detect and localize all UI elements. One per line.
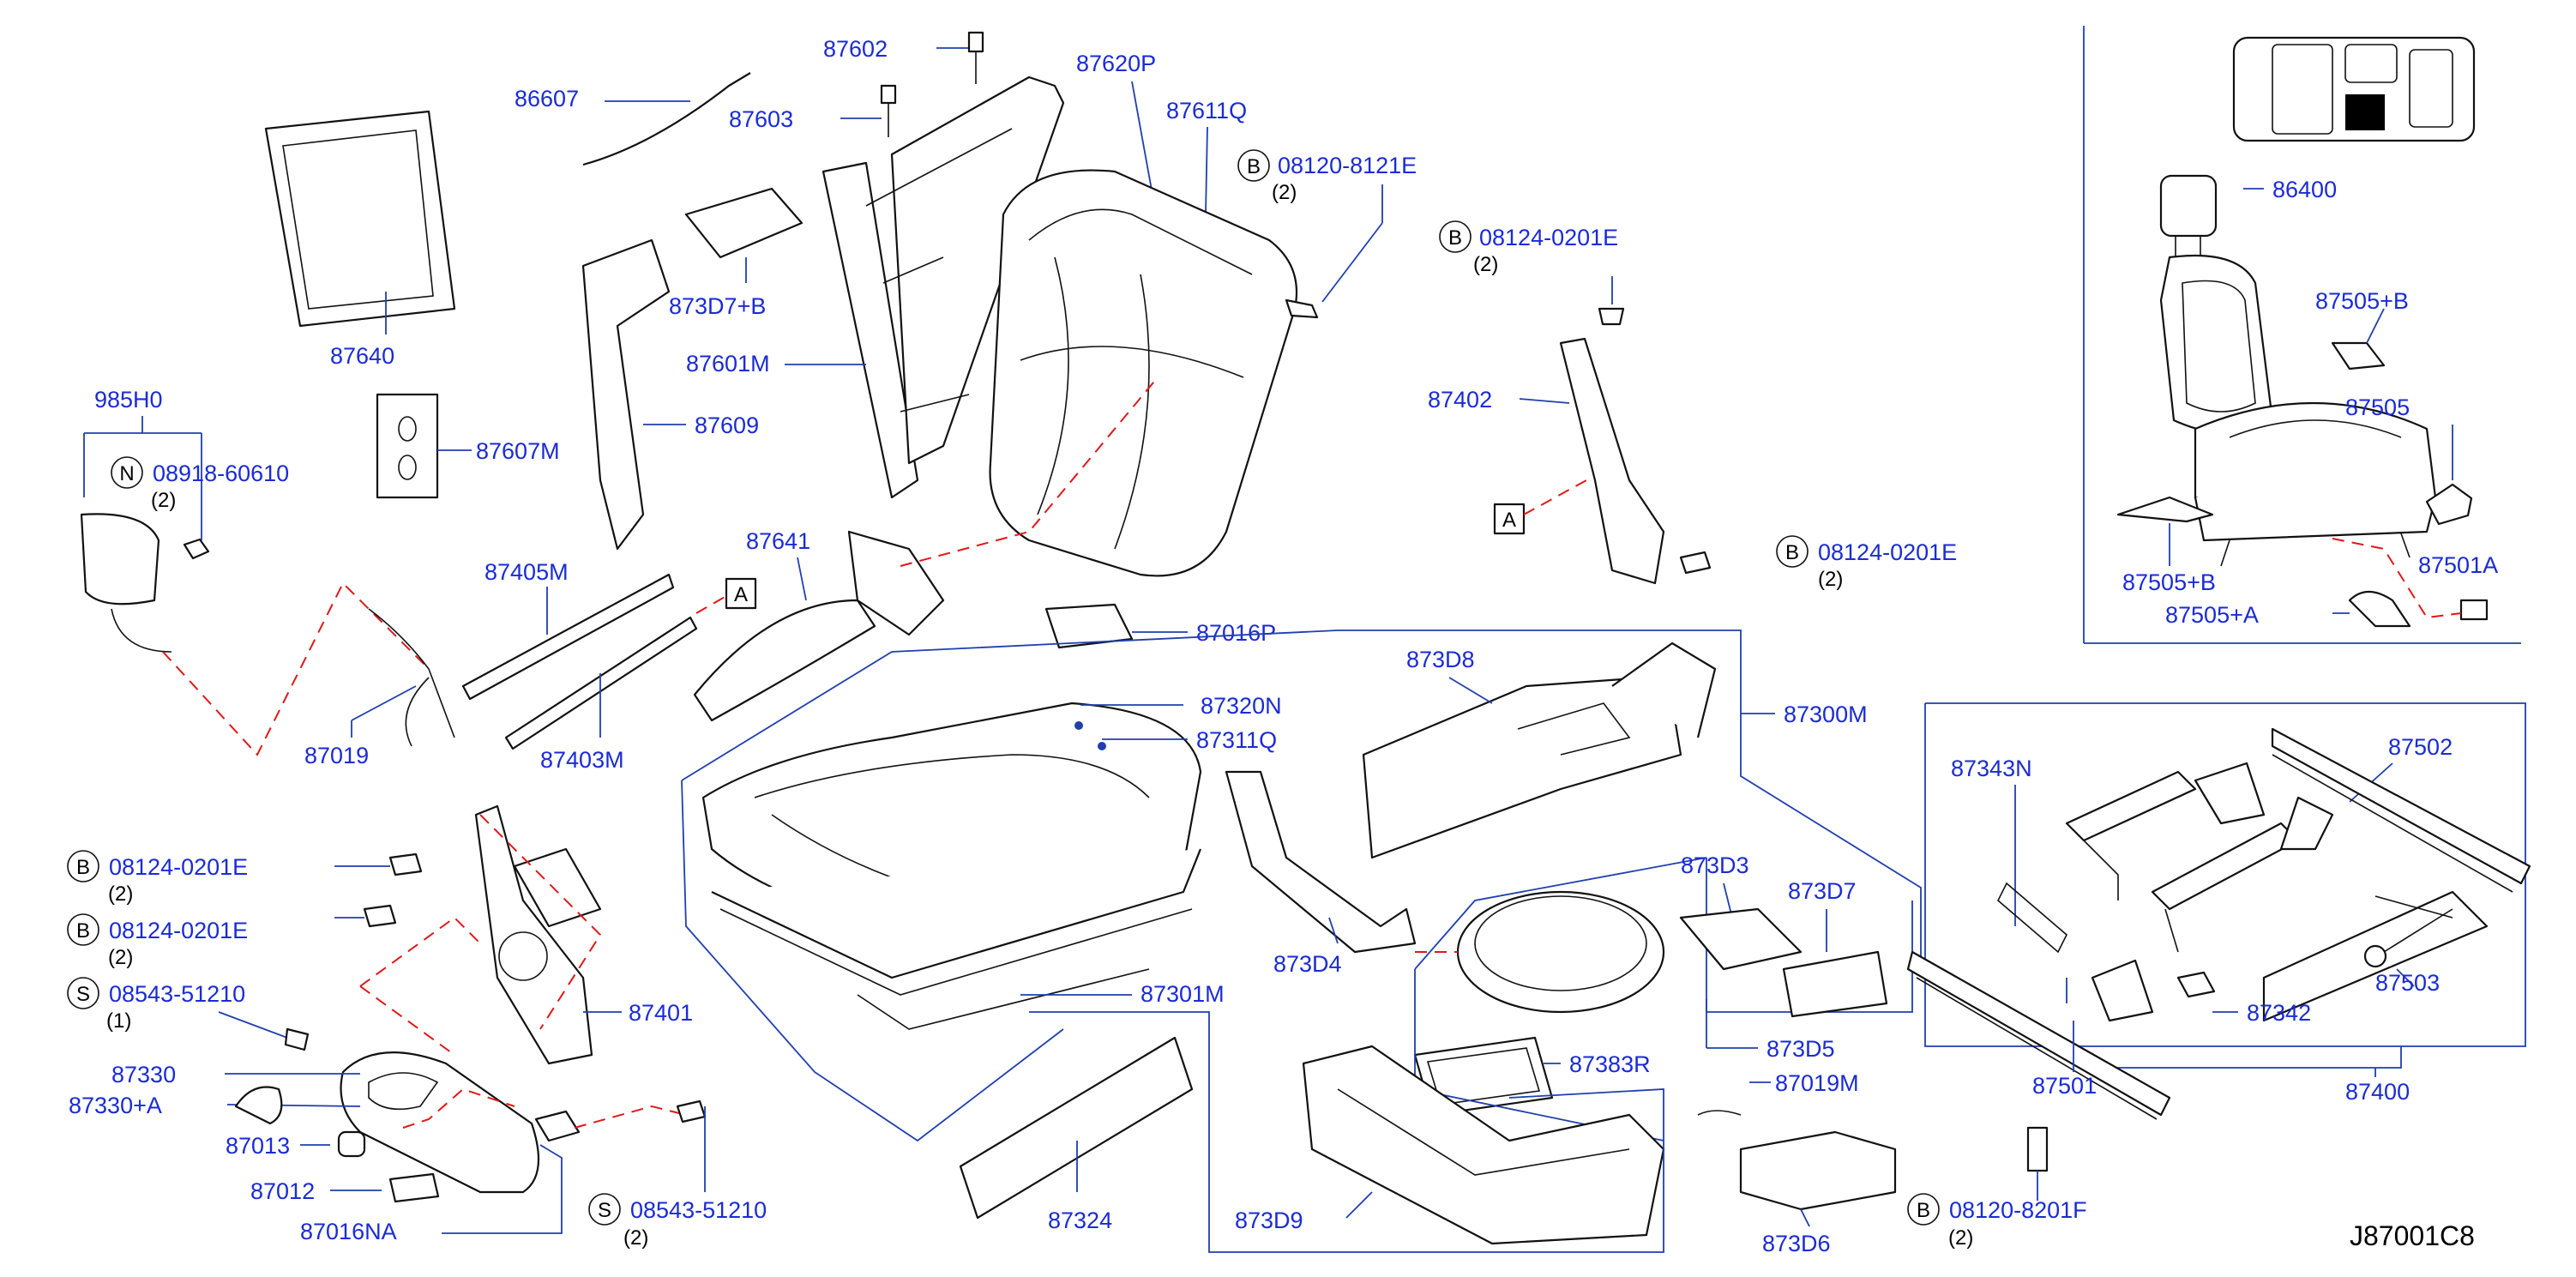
label-87502: 87502 (2388, 734, 2453, 760)
label-87343n: 87343N (1951, 756, 2032, 781)
svg-text:08124-0201E: 08124-0201E (109, 854, 248, 880)
label-87300m: 87300M (1784, 702, 1868, 727)
fastener-08543-51210-left: S 08543-51210 (1) (67, 977, 310, 1051)
svg-text:S: S (598, 1199, 611, 1222)
seatback-frame-87601m (822, 75, 1065, 499)
label-87505a: 87505+A (2165, 602, 2259, 628)
label-87505b-top: 87505+B (2315, 288, 2409, 314)
label-873d7: 873D7 (1788, 878, 1857, 904)
diagram-code: J87001C8 (2350, 1220, 2475, 1251)
label-873d9: 873D9 (1235, 1208, 1303, 1233)
label-87012: 87012 (250, 1178, 315, 1204)
label-985h0: 985H0 (94, 387, 163, 413)
label-87503: 87503 (2375, 970, 2440, 996)
svg-text:(2): (2) (108, 882, 133, 906)
fastener-08918-60610: N 08918-60610 (2) (111, 456, 289, 512)
svg-text:B: B (1785, 541, 1799, 564)
svg-text:(2): (2) (1272, 181, 1297, 204)
svg-text:B: B (1448, 226, 1462, 250)
label-87505: 87505 (2345, 395, 2410, 420)
label-87401: 87401 (629, 1000, 693, 1026)
rod-87405m (461, 573, 675, 701)
svg-text:(2): (2) (1948, 1226, 1973, 1250)
svg-text:(2): (2) (151, 489, 176, 512)
svg-text:08543-51210: 08543-51210 (630, 1197, 767, 1223)
label-873d7b: 873D7+B (669, 293, 766, 319)
label-87603: 87603 (729, 106, 793, 132)
label-87505b-bottom: 87505+B (2122, 569, 2216, 595)
svg-text:(1): (1) (106, 1009, 131, 1033)
label-87019m: 87019M (1775, 1070, 1859, 1096)
svg-text:(2): (2) (623, 1226, 648, 1250)
svg-text:08124-0201E: 08124-0201E (109, 918, 248, 943)
svg-text:B: B (76, 856, 90, 879)
svg-text:B: B (76, 919, 90, 943)
svg-text:N: N (119, 462, 134, 485)
label-873d4: 873D4 (1273, 951, 1342, 977)
seat-cushion (701, 702, 1202, 1030)
label-87402: 87402 (1428, 387, 1492, 413)
label-87601m: 87601M (686, 351, 770, 376)
label-87330a: 87330+A (69, 1093, 162, 1118)
fastener-08124-0201e-left-1: B 08124-0201E (2) (67, 850, 423, 906)
svg-text:(2): (2) (108, 946, 133, 969)
vehicle-location-icon (2232, 36, 2476, 142)
label-873d8: 873D8 (1406, 647, 1475, 672)
svg-text:08543-51210: 08543-51210 (109, 981, 245, 1007)
label-87013: 87013 (226, 1133, 290, 1159)
label-87607m: 87607M (476, 438, 560, 464)
label-87501a: 87501A (2418, 552, 2498, 578)
svg-text:08124-0201E: 08124-0201E (1818, 539, 1957, 565)
svg-text:B: B (1917, 1199, 1930, 1222)
svg-text:08918-60610: 08918-60610 (153, 461, 289, 486)
ref-a-left: A (734, 583, 748, 606)
label-87311q: 87311Q (1196, 727, 1277, 753)
fastener-08120-8121e: B 08120-8121E (2) (1237, 149, 1417, 319)
label-87016p: 87016P (1196, 620, 1276, 646)
label-87400: 87400 (2345, 1079, 2410, 1105)
svg-text:08124-0201E: 08124-0201E (1479, 225, 1618, 250)
label-87330: 87330 (111, 1062, 176, 1087)
label-87602: 87602 (823, 36, 888, 62)
label-873d5: 873D5 (1766, 1036, 1835, 1062)
label-87620p: 87620P (1076, 51, 1156, 76)
fastener-08124-0201e-lower: B 08124-0201E (2) (1776, 535, 1957, 591)
back-panel-87640: 87640 (264, 110, 456, 369)
label-87019: 87019 (304, 743, 369, 768)
fastener-08120-8201f: B 08120-8201F (2) (1907, 1126, 2087, 1250)
label-86607: 86607 (515, 86, 579, 111)
svg-text:08120-8201F: 08120-8201F (1949, 1197, 2087, 1223)
rod-87403m (504, 616, 698, 750)
label-87609: 87609 (695, 413, 759, 438)
label-87611q: 87611Q (1166, 98, 1247, 123)
svg-text:(2): (2) (1473, 253, 1498, 276)
inset-panel: 86400 87505+B 87505 87505+B 87505+A 8750… (2083, 26, 2521, 644)
fastener-08124-0201e-left-2: B 08124-0201E (2) (67, 904, 397, 969)
label-87342: 87342 (2247, 1000, 2311, 1026)
label-86400: 86400 (2272, 177, 2337, 202)
seatback-cushion (989, 169, 1298, 577)
label-87641: 87641 (746, 528, 810, 554)
label-873d3: 873D3 (1681, 852, 1749, 878)
svg-text:08120-8121E: 08120-8121E (1278, 153, 1417, 178)
svg-text:S: S (76, 983, 90, 1006)
label-87301m: 87301M (1141, 981, 1225, 1007)
label-87320n: 87320N (1201, 693, 1282, 719)
svg-text:B: B (1247, 155, 1261, 178)
label-87016na: 87016NA (300, 1219, 397, 1244)
label-873d6: 873D6 (1762, 1231, 1831, 1256)
ref-a-right: A (1502, 509, 1516, 532)
label-87501: 87501 (2032, 1073, 2097, 1099)
svg-text:(2): (2) (1818, 568, 1843, 591)
label-87324: 87324 (1048, 1208, 1112, 1233)
fastener-08543-51210-bottom: S 08543-51210 (2) (588, 1099, 767, 1250)
label-87405m: 87405M (485, 559, 569, 585)
fastener-08124-0201e-upper: B 08124-0201E (2) (1439, 220, 1625, 326)
complete-seat-drawing (2159, 174, 2437, 567)
label-87403m: 87403M (540, 747, 624, 773)
label-87383r: 87383R (1569, 1051, 1651, 1077)
label-87640: 87640 (330, 343, 394, 369)
